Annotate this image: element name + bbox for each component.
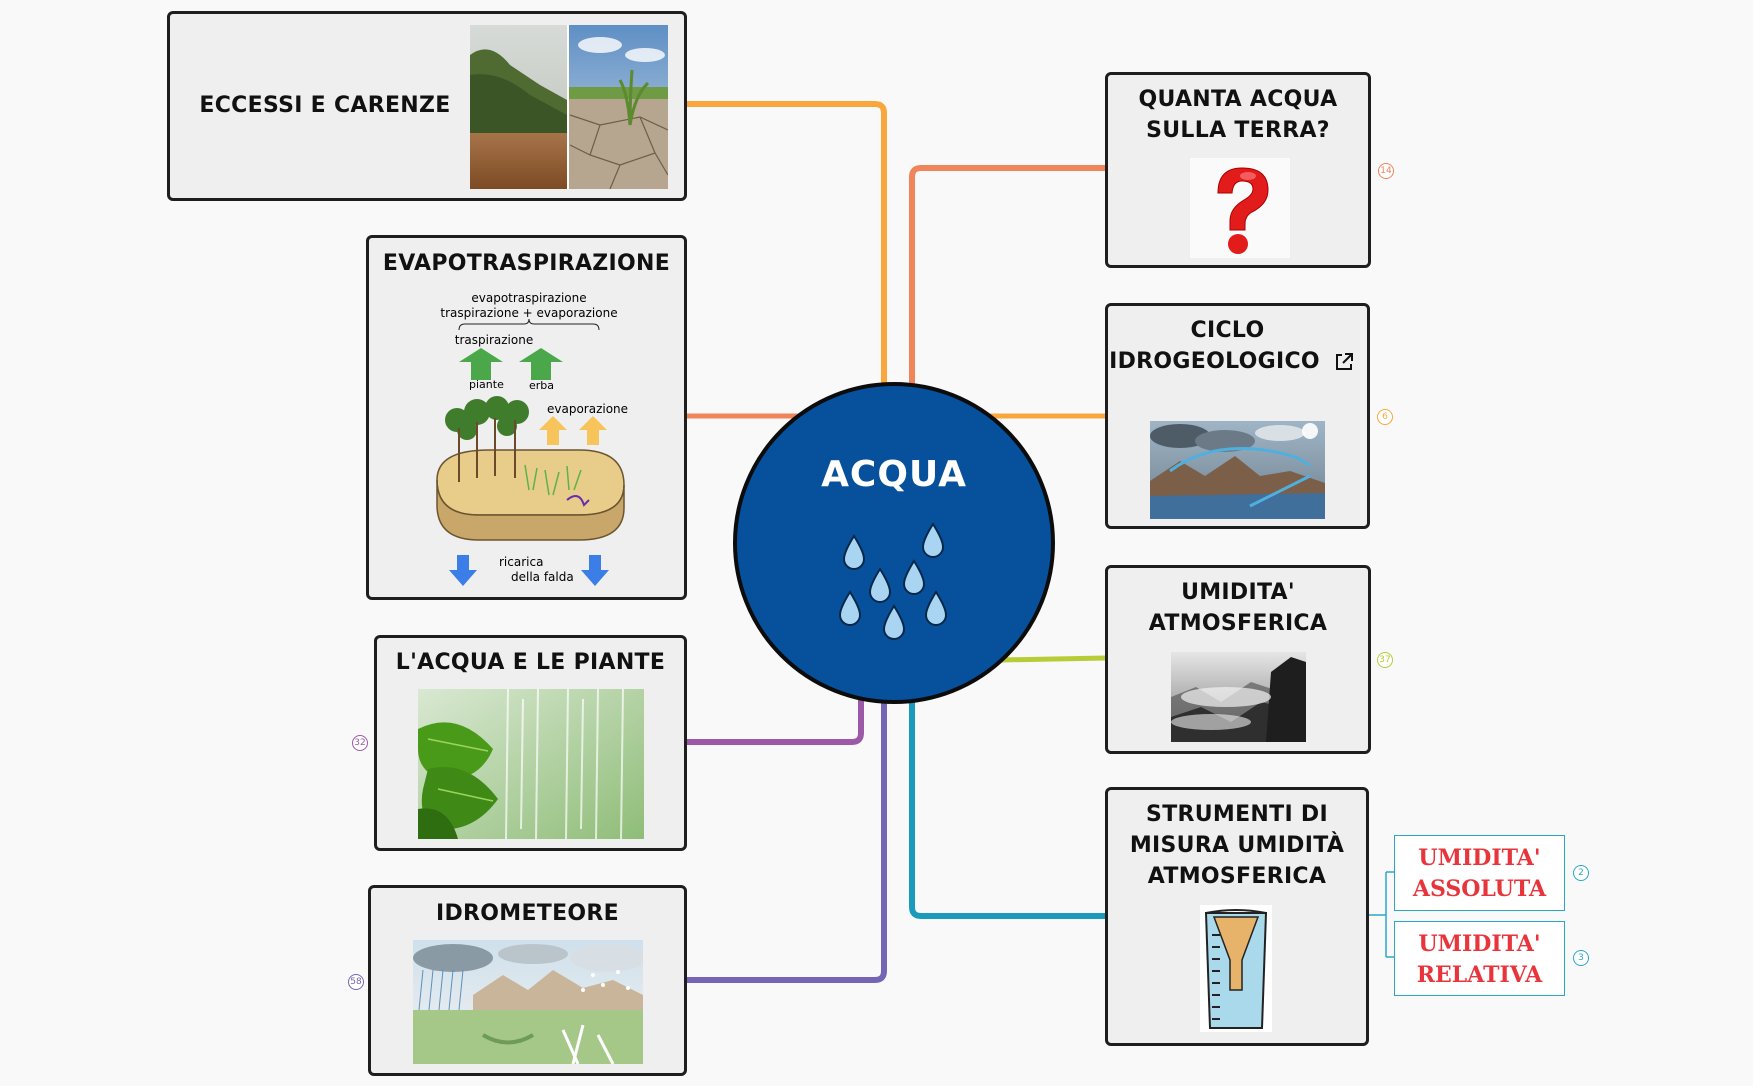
evapotranspiration-diagram: evapotraspirazione traspirazione + evapo… [429, 290, 629, 590]
node-evapotraspirazione[interactable]: EVAPOTRASPIRAZIONE evapotraspirazione tr… [366, 235, 687, 600]
hydrometeors-illustration [413, 940, 643, 1064]
link-strumenti [909, 690, 1106, 919]
node-title: EVAPOTRASPIRAZIONE [382, 251, 671, 276]
diagram-label-erba: erba [529, 379, 554, 392]
node-umidita-atmosferica[interactable]: UMIDITA' ATMOSFERICA 37 [1105, 565, 1393, 754]
node-acqua-e-piante[interactable]: L'ACQUA E LE PIANTE 32 [352, 635, 687, 851]
link-strumenti-children [1368, 871, 1395, 958]
node-strumenti-misura[interactable]: STRUMENTI DI MISURA UMIDITÀ ATMOSFERICA [1105, 787, 1369, 1046]
diagram-label-piante: piante [469, 378, 504, 391]
node-title: IDROMETEORE [435, 901, 620, 926]
node-title-line1: UMIDITA' [1181, 580, 1295, 605]
rain-gauge-icon [1200, 905, 1272, 1032]
link-umidita [999, 655, 1107, 663]
node-title: L'ACQUA E LE PIANTE [395, 650, 666, 675]
node-title-text: IDROGEOLOGICO [1109, 349, 1320, 374]
diagram-label-traspirazione: traspirazione [455, 333, 533, 347]
subnode-umidita-relativa[interactable]: UMIDITA' RELATIVA 3 [1394, 921, 1589, 996]
count-badge[interactable]: 37 [1377, 652, 1393, 668]
count-badge[interactable]: 58 [348, 974, 364, 990]
water-cycle-illustration [1150, 421, 1325, 519]
node-title-line2: SULLA TERRA? [1146, 118, 1330, 143]
water-drops-icon [838, 522, 948, 640]
node-eccessi-e-carenze[interactable]: ECCESSI E CARENZE [167, 11, 687, 201]
count-badge[interactable]: 2 [1573, 865, 1589, 881]
diagram-label-top: evapotraspirazione [471, 291, 586, 305]
external-link-icon[interactable] [1334, 352, 1354, 372]
diagram-label-falda: della falda [511, 570, 574, 584]
question-mark-icon [1190, 158, 1290, 258]
node-idrometeore[interactable]: IDROMETEORE [348, 885, 687, 1076]
node-title-line2: ATMOSFERICA [1148, 611, 1328, 636]
link-idrometeore [686, 690, 887, 983]
node-title-line3: ATMOSFERICA [1147, 864, 1327, 889]
node-title-line1: STRUMENTI DI [1146, 802, 1328, 827]
subnode-line1: UMIDITA' [1418, 931, 1541, 957]
diagram-label-sum: traspirazione + evaporazione [440, 306, 617, 320]
subnode-line2: RELATIVA [1416, 962, 1543, 988]
leaves-in-rain-photo [418, 689, 644, 839]
flood-and-drought-photo [470, 25, 668, 189]
node-title-line1: QUANTA ACQUA [1138, 87, 1338, 112]
node-title-line1: CICLO [1190, 318, 1265, 343]
link-piante [686, 690, 864, 745]
count-badge[interactable]: 6 [1377, 409, 1393, 425]
central-title: ACQUA [821, 454, 967, 495]
subnode-line1: UMIDITA' [1418, 845, 1541, 871]
link-quanta [909, 165, 1106, 402]
count-badge[interactable]: 3 [1573, 950, 1589, 966]
diagram-label-evaporazione: evaporazione [547, 402, 628, 416]
node-title: ECCESSI E CARENZE [199, 93, 451, 118]
count-badge[interactable]: 14 [1378, 163, 1394, 179]
count-badge[interactable]: 32 [352, 735, 368, 751]
misty-mountains-photo [1171, 652, 1306, 742]
node-quanta-acqua[interactable]: QUANTA ACQUA SULLA TERRA? 14 [1105, 72, 1394, 268]
node-title-line2: IDROGEOLOGICO [1096, 346, 1367, 377]
link-eccessi [686, 101, 887, 402]
subnode-line2: ASSOLUTA [1412, 876, 1547, 902]
central-node-acqua[interactable]: ACQUA [733, 382, 1055, 704]
diagram-label-ricarica: ricarica [499, 555, 543, 569]
node-ciclo-idrogeologico[interactable]: CICLO IDROGEOLOGICO [1105, 303, 1393, 529]
subnode-umidita-assoluta[interactable]: UMIDITA' ASSOLUTA 2 [1394, 835, 1589, 911]
node-title-line2: MISURA UMIDITÀ [1129, 833, 1345, 858]
